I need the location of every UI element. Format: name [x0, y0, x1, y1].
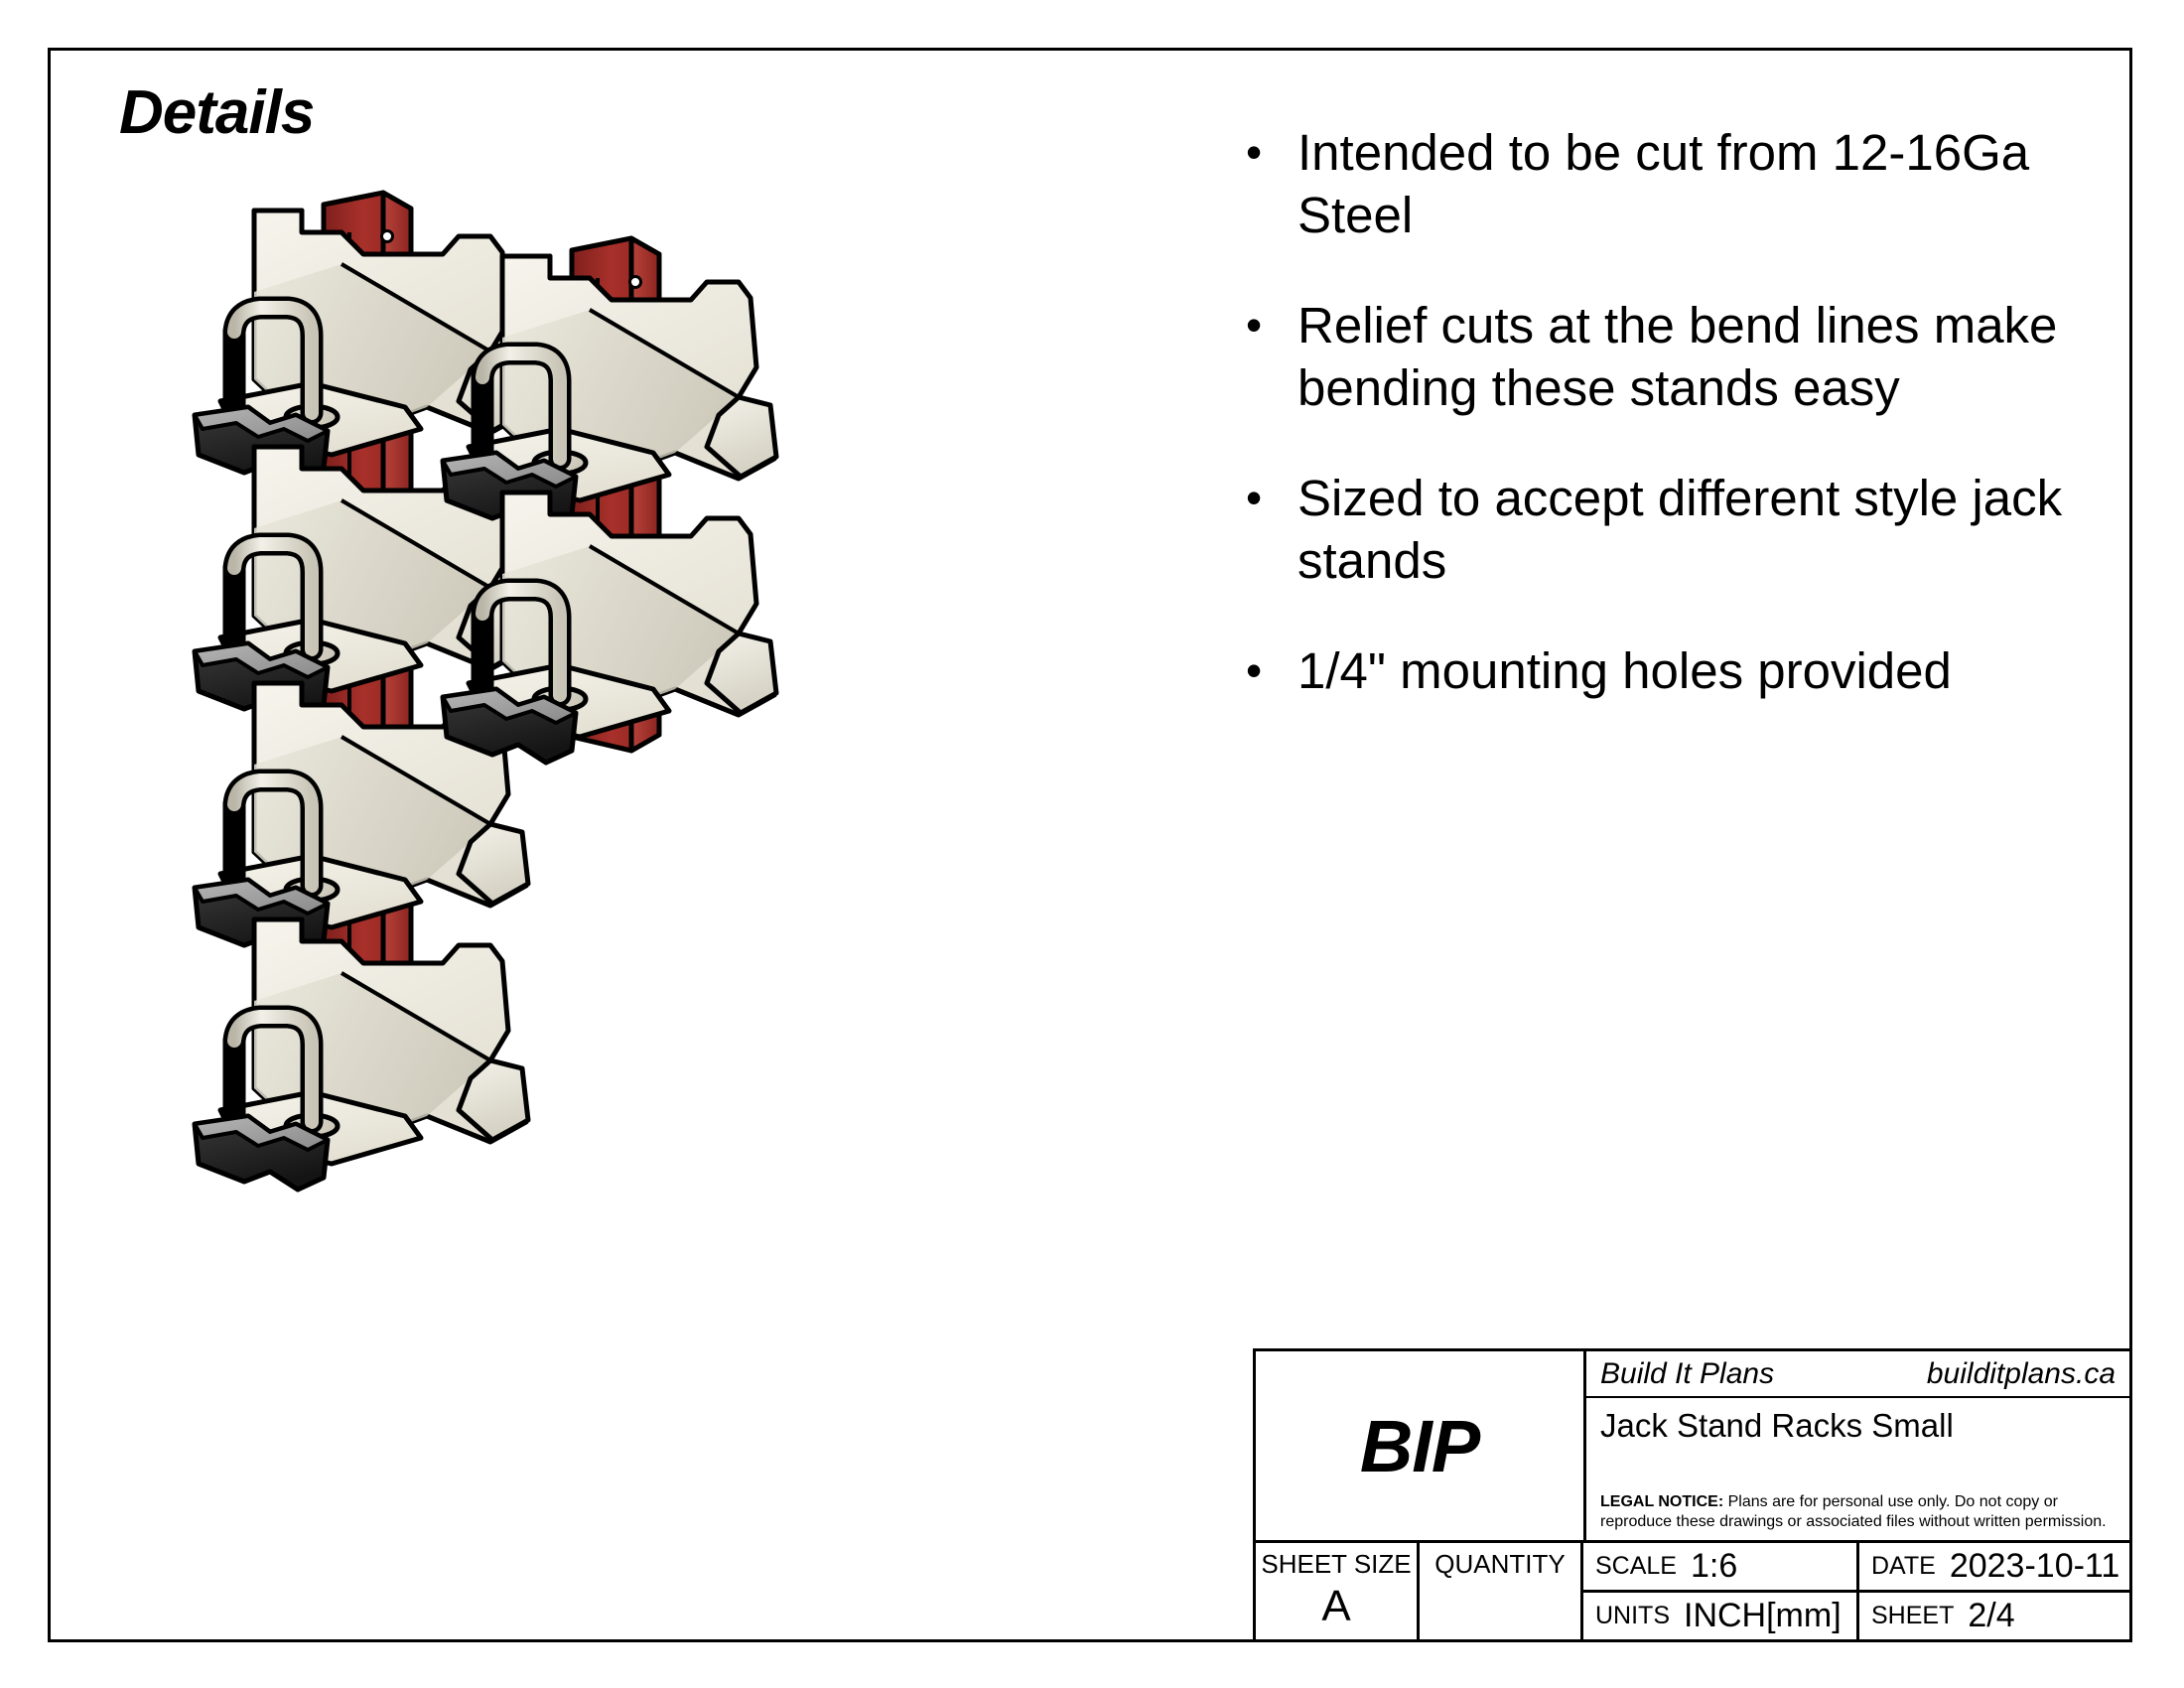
note-item: • 1/4" mounting holes provided [1246, 639, 2070, 702]
spec-row-scale-date: SCALE 1:6 DATE 2023-10-11 [1583, 1543, 2129, 1593]
sheet-number-value: 2/4 [1968, 1597, 2015, 1634]
part-title-row: Jack Stand Racks Small [1586, 1398, 2129, 1454]
note-text: 1/4" mounting holes provided [1297, 642, 1952, 699]
brand-row: Build It Plans builditplans.ca [1586, 1351, 2129, 1398]
bullet-icon: • [1246, 644, 1263, 696]
sheet-size-label: SHEET SIZE [1261, 1549, 1412, 1579]
sheet-size-cell: SHEET SIZE A [1256, 1543, 1420, 1639]
jack-stand-racks-illustration [179, 179, 893, 1291]
date-cell: DATE 2023-10-11 [1856, 1543, 2129, 1590]
sheet-number-cell: SHEET 2/4 [1856, 1593, 2129, 1639]
logo-cell: BIP [1256, 1351, 1586, 1540]
quantity-cell: QUANTITY [1420, 1543, 1583, 1639]
title-block-lower: SHEET SIZE A QUANTITY SCALE 1:6 DATE 202… [1256, 1543, 2129, 1639]
note-item: • Intended to be cut from 12-16Ga Steel [1246, 121, 2070, 246]
note-text: Intended to be cut from 12-16Ga Steel [1297, 124, 2030, 243]
scale-value: 1:6 [1690, 1547, 1738, 1585]
brand-name: Build It Plans [1600, 1356, 1775, 1390]
note-item: • Relief cuts at the bend lines make ben… [1246, 294, 2070, 419]
sheet-size-value: A [1321, 1582, 1351, 1630]
spec-grid: SCALE 1:6 DATE 2023-10-11 UNITS INCH[mm]… [1583, 1543, 2129, 1639]
title-block: BIP Build It Plans builditplans.ca Jack … [1253, 1348, 2132, 1642]
title-block-info-column: Build It Plans builditplans.ca Jack Stan… [1586, 1351, 2129, 1540]
quantity-label: QUANTITY [1434, 1549, 1566, 1579]
scale-cell: SCALE 1:6 [1583, 1543, 1856, 1590]
units-label: UNITS [1595, 1602, 1670, 1629]
sheet-number-label: SHEET [1871, 1602, 1955, 1629]
bullet-icon: • [1246, 472, 1263, 523]
legal-notice-label: LEGAL NOTICE: [1600, 1493, 1724, 1510]
legal-notice: LEGAL NOTICE: Plans are for personal use… [1600, 1492, 2119, 1532]
page-title: Details [119, 78, 315, 147]
bullet-icon: • [1246, 299, 1263, 351]
note-text: Sized to accept different style jack sta… [1297, 470, 2063, 589]
brand-logo: BIP [1359, 1404, 1480, 1487]
units-value: INCH[mm] [1684, 1597, 1842, 1634]
legal-notice-row: LEGAL NOTICE: Plans are for personal use… [1586, 1454, 2129, 1540]
units-cell: UNITS INCH[mm] [1583, 1593, 1856, 1639]
date-label: DATE [1871, 1552, 1936, 1580]
notes-bullet-list: • Intended to be cut from 12-16Ga Steel … [1246, 121, 2070, 750]
title-block-upper: BIP Build It Plans builditplans.ca Jack … [1256, 1351, 2129, 1543]
date-value: 2023-10-11 [1949, 1547, 2120, 1585]
scale-label: SCALE [1595, 1552, 1677, 1580]
part-title: Jack Stand Racks Small [1600, 1407, 1954, 1444]
note-item: • Sized to accept different style jack s… [1246, 467, 2070, 592]
legal-notice-body: Plans are for personal use only. Do not … [1600, 1493, 2107, 1530]
spec-row-units-sheet: UNITS INCH[mm] SHEET 2/4 [1583, 1593, 2129, 1639]
brand-website: builditplans.ca [1926, 1356, 2116, 1390]
bullet-icon: • [1246, 126, 1263, 178]
note-text: Relief cuts at the bend lines make bendi… [1297, 297, 2058, 416]
rack-unit-left-4 [195, 919, 528, 1190]
